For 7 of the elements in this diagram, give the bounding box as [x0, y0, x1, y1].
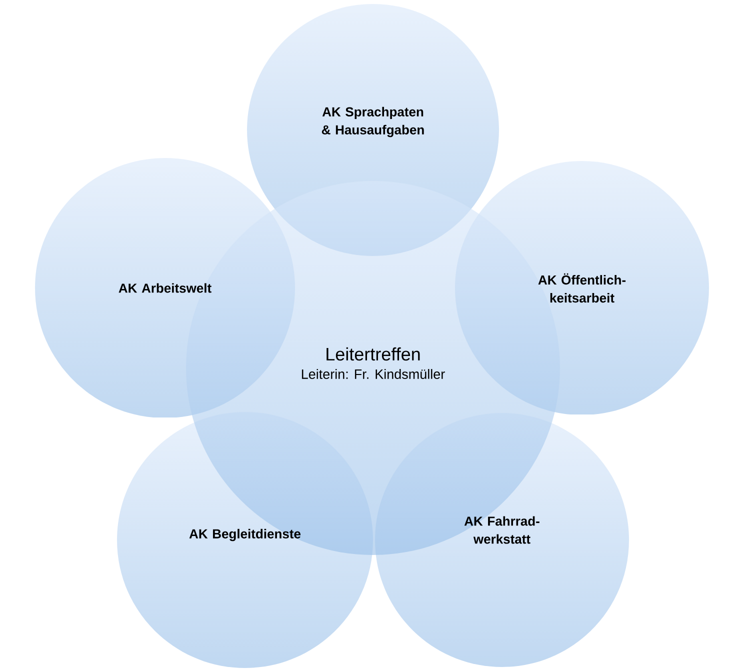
- circle-label: AK Öffentlich-keitsarbeit: [538, 273, 626, 303]
- node-subtitle: Leiterin: Fr. Kindsmüller: [302, 369, 445, 379]
- circle-label: AK Arbeitswelt: [118, 283, 212, 293]
- circle-label: AK Fahrrad-werkstatt: [464, 516, 540, 544]
- circle-label: AK Sprachpaten & Hausaufgaben: [322, 106, 424, 138]
- circle-label: AK Begleitdienste: [189, 528, 301, 542]
- node-title: Leitertreffen: [326, 347, 420, 361]
